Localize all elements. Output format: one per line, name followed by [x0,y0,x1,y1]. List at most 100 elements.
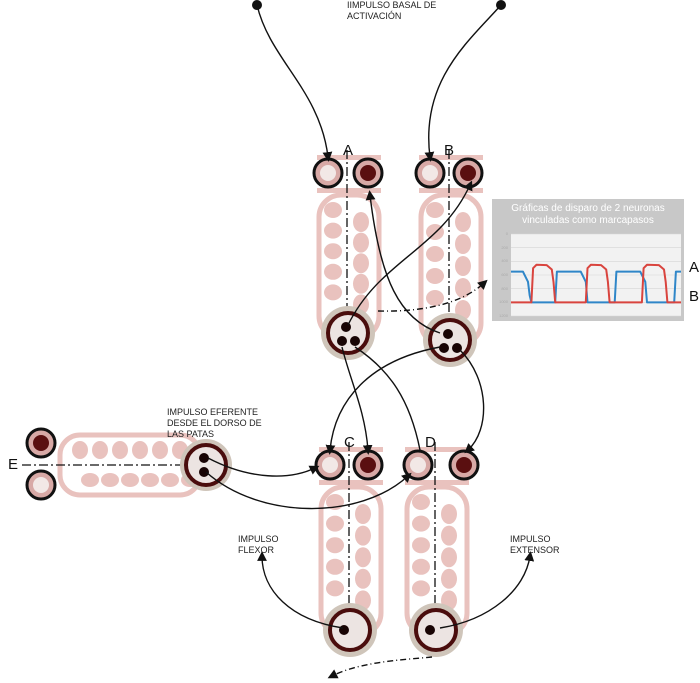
body-lobe [355,525,371,546]
neuron-core [320,165,336,181]
y-tick-label: 0 [505,231,508,236]
label-line: FLEXOR [238,545,275,555]
body-lobe [121,473,139,487]
label-line: LAS PATAS [167,429,215,439]
body-lobe [326,537,344,554]
body-lobe [355,504,371,524]
body-lobe [326,515,344,532]
cell-dot [199,467,209,477]
cell-dot [425,625,435,635]
body-lobe [92,441,108,459]
segment-label-b: B [444,142,455,159]
neuron-core [322,457,338,473]
series-line-b [511,263,681,304]
connective-bar [405,480,469,485]
body-lobe [112,441,128,459]
extensor-output [439,551,535,629]
neuron-core [460,165,476,181]
body-lobe [455,256,471,276]
cell-dot [339,625,349,635]
legend-b: B [689,288,700,305]
a-to-c [341,346,373,455]
connective-bar [419,155,483,160]
y-tick-label: 1000 [499,299,508,305]
body-lobe [412,494,430,510]
neuron-core [456,457,472,473]
b-to-a-link [365,190,441,334]
body-lobe [441,568,457,589]
body-lobe [412,537,430,554]
body-lobe [152,441,168,459]
a-to-d [354,346,421,451]
e-to-c [207,457,320,477]
y-tick-label: 1200 [499,313,508,318]
y-tick-label: 200 [501,244,508,250]
ganglion-ring [184,443,228,487]
body-lobe [455,234,471,254]
cell-dot [439,343,449,353]
body-lobe [455,278,471,298]
body-lobe [441,525,457,546]
body-lobe [412,580,430,597]
input-dot-a [252,0,262,10]
body-lobe [412,558,430,575]
connective-bar [405,447,469,452]
label-line: DESDE EL DORSO DE [167,418,262,428]
neuron-core [360,165,376,181]
e-to-d [205,471,412,510]
segment-axes [22,150,450,615]
body-lobe [353,212,369,232]
connection-paths [205,0,535,679]
body-lobe [426,202,444,218]
cell-dot [443,329,453,339]
chart-link-arrow [377,279,488,312]
connective-bar [319,447,383,452]
label-line: IMPULSO [510,534,551,544]
body-lobe [161,473,179,487]
efferent-impulse-label: IMPULSO EFERENTE DESDE EL DORSO DE LAS P… [167,407,262,440]
b-to-d [459,349,485,454]
chart-title-line: Gráficas de disparo de 2 neuronas [511,203,665,214]
body-lobe [426,268,444,284]
chart-title-line: vinculadas como marcapasos [522,215,654,226]
body-lobe [101,473,119,487]
body-lobe [324,222,342,239]
basal-impulse-label: IIMPULSO BASAL DE ACTIVACIÓN [347,0,436,22]
neurons [25,157,484,657]
segment-label-e: E [8,456,19,473]
y-tick-label: 400 [501,258,508,264]
b-to-c [325,346,441,455]
body-lobe [326,580,344,597]
body-lobe [353,232,369,253]
chart-title: Gráficas de disparo de 2 neuronas vincul… [492,203,684,227]
segment-label-c: C [344,434,355,451]
body-lobe [441,547,457,568]
ganglion-bodies [57,155,484,638]
body-lobe [326,558,344,575]
body-lobe [426,246,444,262]
body-lobe [426,290,444,306]
body-lobe [324,284,342,301]
body-lobe [324,263,342,280]
body-lobe [353,273,369,294]
neuron-core [33,477,49,493]
body-lobe [353,253,369,274]
firing-chart [492,199,684,321]
extensor-impulse-label: IMPULSO EXTENSOR [510,534,560,556]
y-tick-label: 600 [501,272,508,277]
neuron-core [360,457,376,473]
body-lobe [141,473,159,487]
connective-bar [419,188,483,193]
body-lobe [72,441,88,459]
flexor-impulse-label: IMPULSO FLEXOR [238,534,279,556]
ganglion-ring [328,608,372,652]
flexor-output [257,551,344,629]
cell-dot [199,453,209,463]
label-line: IMPULSO EFERENTE [167,407,259,417]
ganglion-body [316,155,382,341]
posterior-arrow [327,656,433,679]
segment-label-d: D [425,434,436,451]
label-line: IMPULSO [238,534,279,544]
